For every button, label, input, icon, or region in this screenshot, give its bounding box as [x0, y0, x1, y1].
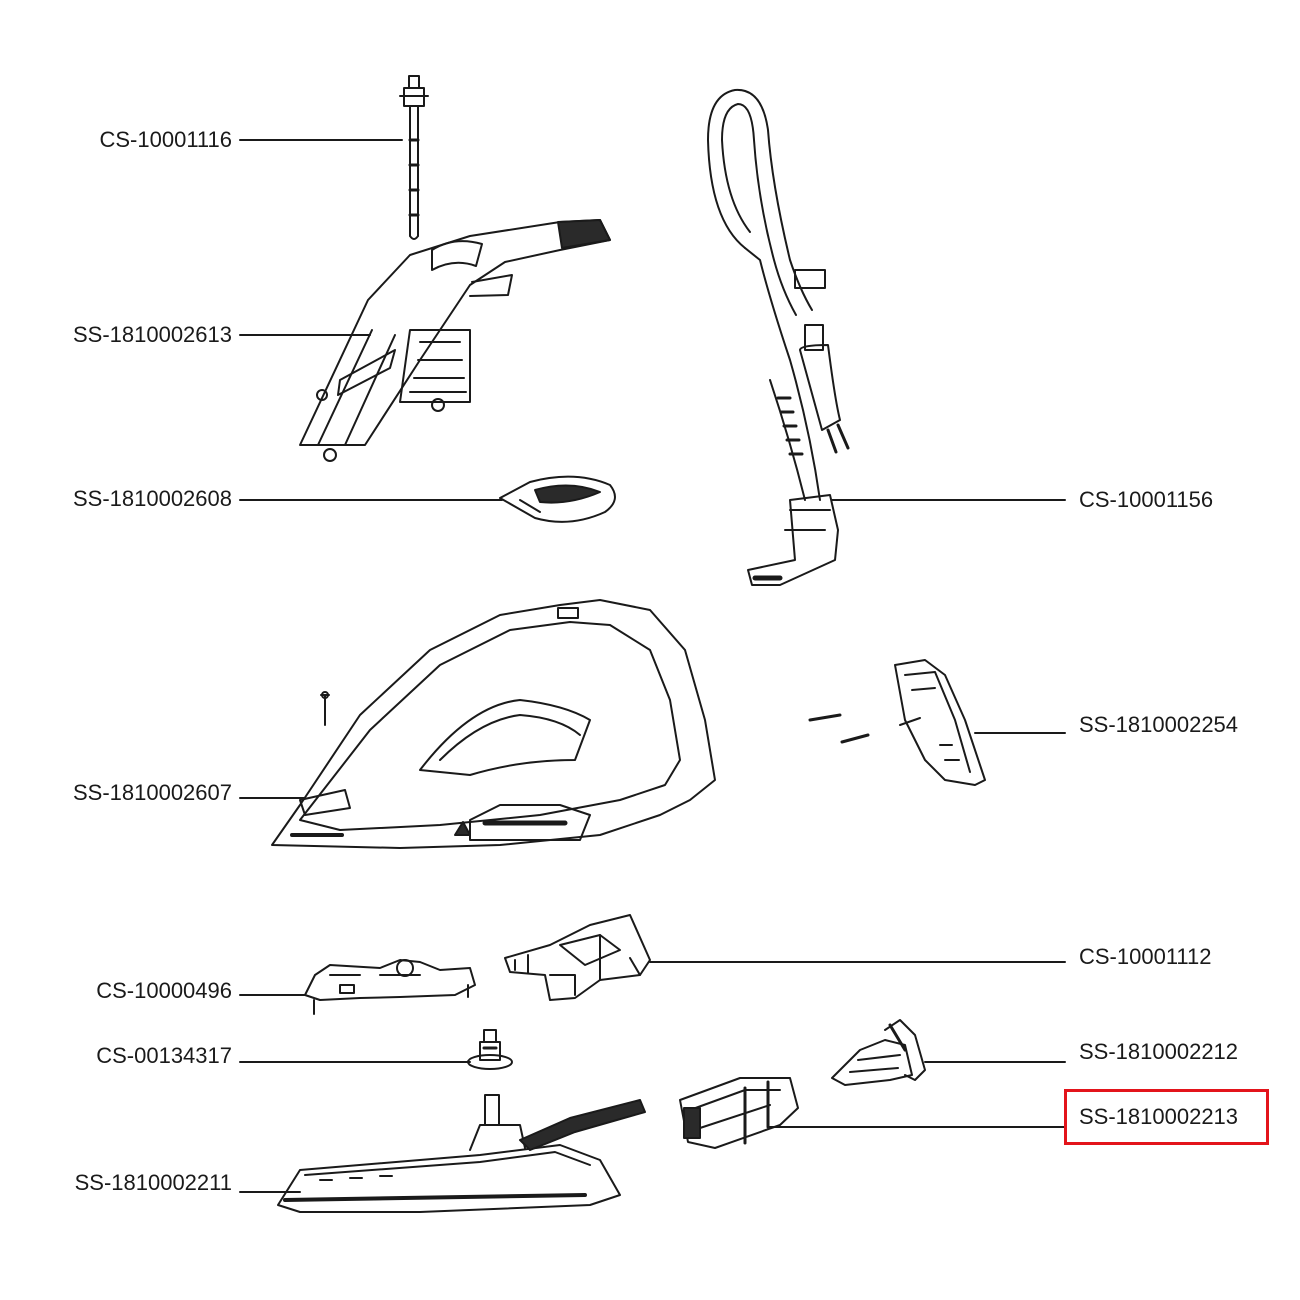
part-control-plate-drawing — [304, 959, 476, 1015]
part-bracket-drawing — [504, 914, 651, 1001]
part-power-cord-drawing — [707, 88, 850, 586]
part-steam-rod-drawing — [399, 75, 429, 240]
part-label-cs-10001116[interactable]: CS-10001116 — [99, 127, 232, 152]
part-label-cs-10001112[interactable]: CS-10001112 — [1079, 944, 1212, 969]
part-rear-cover-drawing — [808, 659, 986, 786]
part-label-ss-1810002211[interactable]: SS-1810002211 — [74, 1170, 232, 1195]
part-housing-drawing — [271, 599, 716, 849]
part-label-ss-1810002607[interactable]: SS-1810002607 — [72, 780, 232, 805]
part-label-ss-1810002613[interactable]: SS-1810002613 — [72, 322, 232, 347]
part-label-ss-1810002608[interactable]: SS-1810002608 — [72, 486, 232, 511]
part-nozzle-drawing — [831, 1019, 926, 1086]
part-cartridge-drawing — [679, 1077, 799, 1149]
part-handle-cover-drawing — [299, 219, 611, 462]
part-valve-drawing — [467, 1029, 513, 1070]
part-soleplate-drawing — [277, 1094, 646, 1213]
part-label-cs-10001156[interactable]: CS-10001156 — [1079, 487, 1214, 512]
part-label-ss-1810002212[interactable]: SS-1810002212 — [1079, 1039, 1239, 1064]
leader-lines — [239, 139, 1066, 1193]
part-label-ss-1810002254[interactable]: SS-1810002254 — [1079, 712, 1239, 737]
part-label-cs-10000496[interactable]: CS-10000496 — [96, 978, 232, 1003]
part-cap-drawing — [499, 475, 616, 523]
highlighted-part-box — [1064, 1089, 1269, 1145]
part-label-cs-00134317[interactable]: CS-00134317 — [96, 1043, 232, 1068]
part-label-ss-1810002213[interactable]: SS-1810002213 — [1079, 1104, 1239, 1129]
